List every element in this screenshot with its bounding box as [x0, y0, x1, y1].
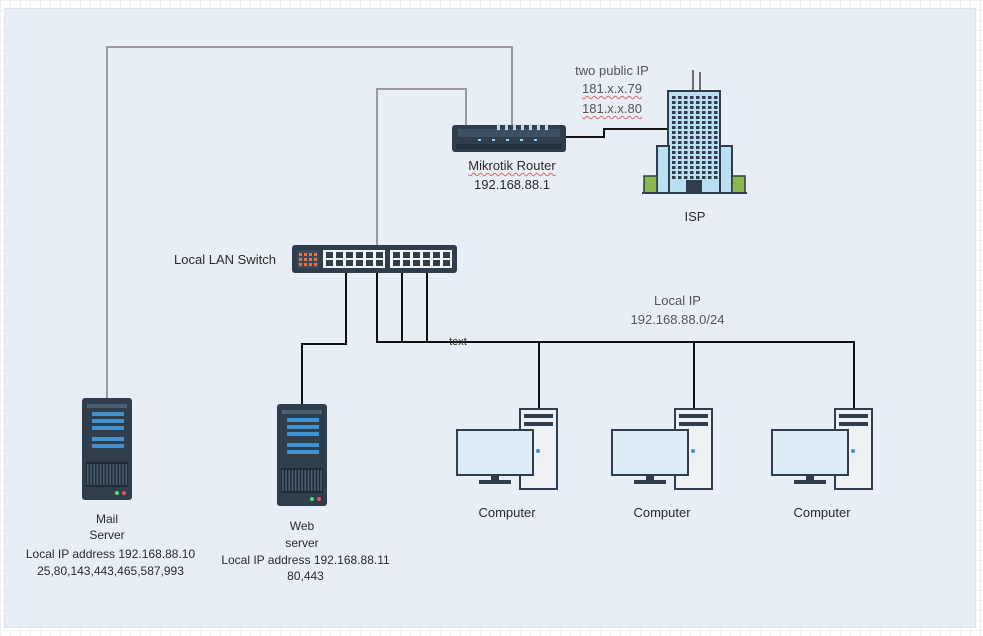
lan-title-label: Local IP: [654, 293, 701, 308]
lan-subnet-label: 192.168.88.0/24: [630, 312, 725, 327]
mail-server-router-wire: [106, 46, 513, 398]
isp-public-ip-1: 181.x.x.79: [582, 81, 642, 96]
web-server-label-1: Web: [289, 519, 315, 533]
mail-server-label-1: Mail: [95, 512, 118, 526]
isp-label: ISP: [684, 209, 706, 224]
switch-icon: [292, 245, 457, 273]
router-ip-label: 192.168.88.1: [474, 177, 550, 192]
computer-2-label: Computer: [633, 505, 691, 520]
isp-public-ip-title: two public IP: [575, 63, 649, 78]
mail-server-label-2: Server: [89, 528, 125, 542]
diagram-canvas: [4, 8, 976, 628]
computer-1-label: Computer: [478, 505, 536, 520]
switch-webserver-wire: [301, 272, 347, 404]
web-server-ports: 80,443: [287, 569, 324, 583]
mail-server-icon: [82, 398, 132, 500]
router-name-label: Mikrotik Router: [468, 158, 556, 173]
lan-text-note: text: [449, 336, 467, 348]
router-icon: [452, 124, 566, 152]
web-server-ip: Local IP address 192.168.88.11: [221, 553, 390, 567]
mail-server-ip: Local IP address 192.168.88.10: [25, 547, 196, 561]
computer-1-icon: [456, 408, 558, 490]
isp-public-ip-2: 181.x.x.80: [582, 101, 642, 116]
switch-label: Local LAN Switch: [174, 252, 276, 267]
building-icon: [642, 70, 747, 194]
computer-3-label: Computer: [793, 505, 851, 520]
computer-2-icon: [611, 408, 713, 490]
switch-router-wire: [376, 88, 467, 246]
computer-3-icon: [771, 408, 873, 490]
router-isp-wire: [566, 128, 668, 138]
web-server-label-2: server: [285, 536, 319, 550]
web-server-icon: [277, 404, 327, 506]
mail-server-ports: 25,80,143,443,465,587,993: [37, 564, 184, 578]
